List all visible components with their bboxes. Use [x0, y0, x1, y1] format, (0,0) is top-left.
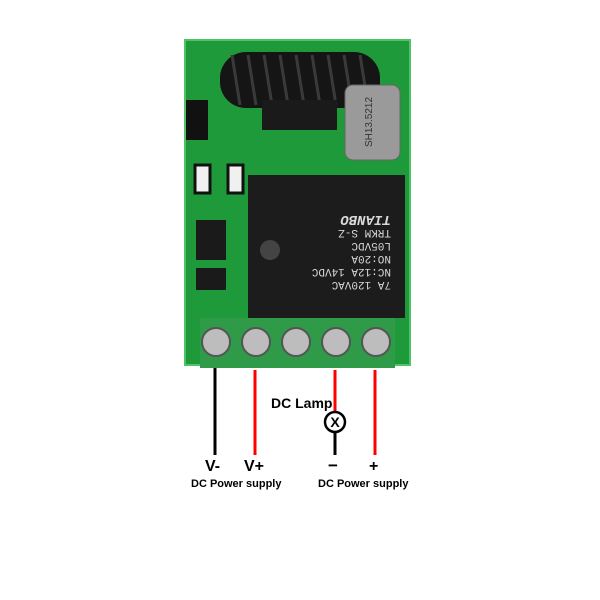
lamp-x-glyph: X: [330, 414, 340, 430]
smd-component: [186, 100, 208, 140]
crystal: [344, 84, 401, 161]
transistor: [196, 220, 226, 260]
crystal-marking: SH13.5212: [364, 97, 375, 147]
terminal-screw: [201, 327, 231, 357]
v-minus-label: V-: [205, 458, 221, 475]
right-supply-label: DC Power supply: [318, 478, 409, 490]
minus-label: −: [328, 456, 338, 475]
relay-marking: NO:20A: [351, 252, 391, 264]
relay-marking: NC:12A 14VDC: [311, 265, 391, 277]
relay-screw: [260, 240, 280, 260]
smd-component: [193, 163, 212, 195]
terminal-screw: [281, 327, 311, 357]
terminal-screws: [201, 327, 391, 357]
smd-component: [226, 163, 245, 195]
relay-markings: 7A 120VAC NC:12A 14VDC NO:20A L05VDC TRK…: [248, 175, 405, 318]
smd-component: [196, 268, 226, 290]
v-plus-label: V+: [244, 458, 265, 475]
ic-chip: [262, 100, 337, 130]
terminal-screw: [321, 327, 351, 357]
terminal-screw: [241, 327, 271, 357]
relay-brand: TIANBO: [340, 211, 391, 227]
terminal-screw: [361, 327, 391, 357]
lamp-label: DC Lamp: [271, 395, 333, 411]
plus-label: +: [369, 458, 379, 475]
relay-marking: 7A 120VAC: [331, 278, 391, 290]
relay-marking: L05VDC: [351, 239, 391, 251]
left-supply-label: DC Power supply: [191, 478, 282, 490]
